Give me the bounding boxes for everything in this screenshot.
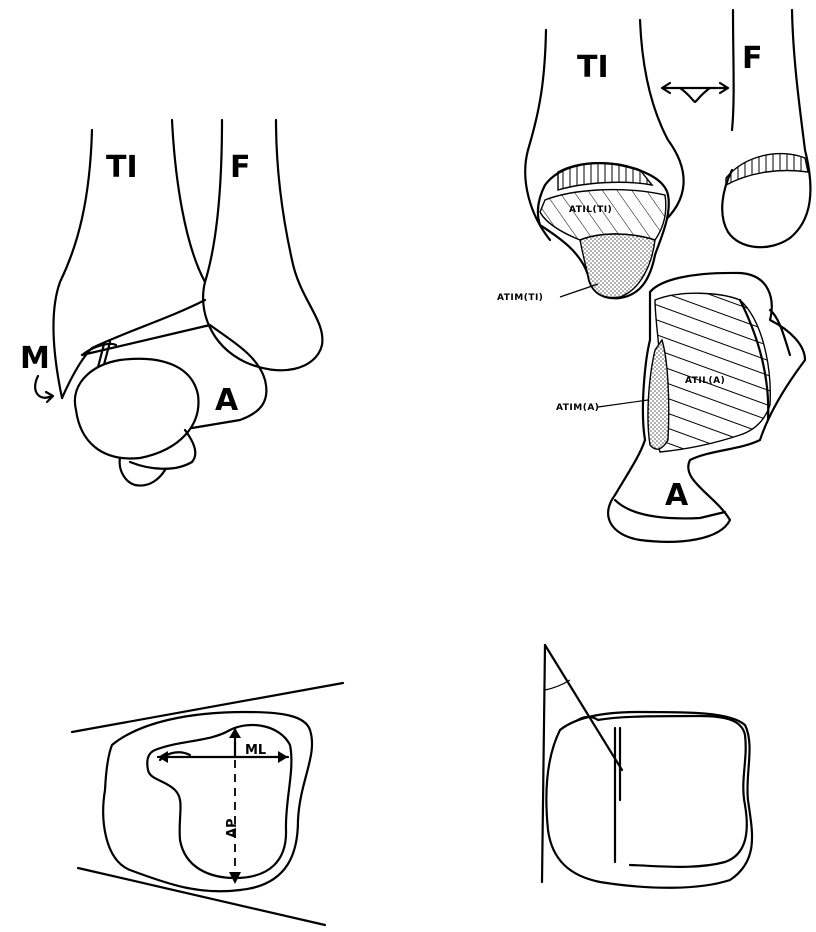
atim-ti-area xyxy=(580,234,655,298)
label-atil-a: ATIL(A) xyxy=(685,376,725,386)
dome-outline-outer-d xyxy=(546,712,752,888)
angle-line xyxy=(545,645,622,770)
tibia-outline-a xyxy=(53,130,92,398)
label-fibula-b: F xyxy=(742,41,763,76)
label-fibula-a: F xyxy=(230,150,251,185)
panel-c-talar-dome: ML AP xyxy=(72,683,343,925)
reference-vertical-line xyxy=(542,645,545,882)
label-atim-ti: ATIM(TI) xyxy=(497,293,543,303)
panel-b-ankle-exploded: TI F ATIL(TI) ATIM(TI) ATIL(A) ATIM(A) A xyxy=(497,10,810,542)
label-tibia-b: TI xyxy=(577,50,609,85)
tangent-line-lower xyxy=(78,868,325,925)
label-talus-b: A xyxy=(665,478,689,513)
panel-d-talar-dome-angle xyxy=(542,645,752,888)
label-ml: ML xyxy=(245,743,266,758)
tangent-line-upper xyxy=(72,683,343,732)
fibula-outline-b xyxy=(732,10,734,130)
label-atil-ti: ATIL(TI) xyxy=(569,205,612,215)
separation-arrow-icon xyxy=(662,83,728,102)
label-talus-a: A xyxy=(215,383,239,418)
label-ap: AP xyxy=(225,818,240,838)
dome-outline-inner xyxy=(147,725,291,878)
label-medial-a: M xyxy=(20,341,50,376)
medial-malleolus-a xyxy=(75,359,199,459)
label-tibia-a: TI xyxy=(106,150,138,185)
atil-a-area xyxy=(653,293,770,452)
panel-a-ankle-front: TI F M A xyxy=(20,120,322,486)
label-atim-a: ATIM(A) xyxy=(556,403,599,413)
